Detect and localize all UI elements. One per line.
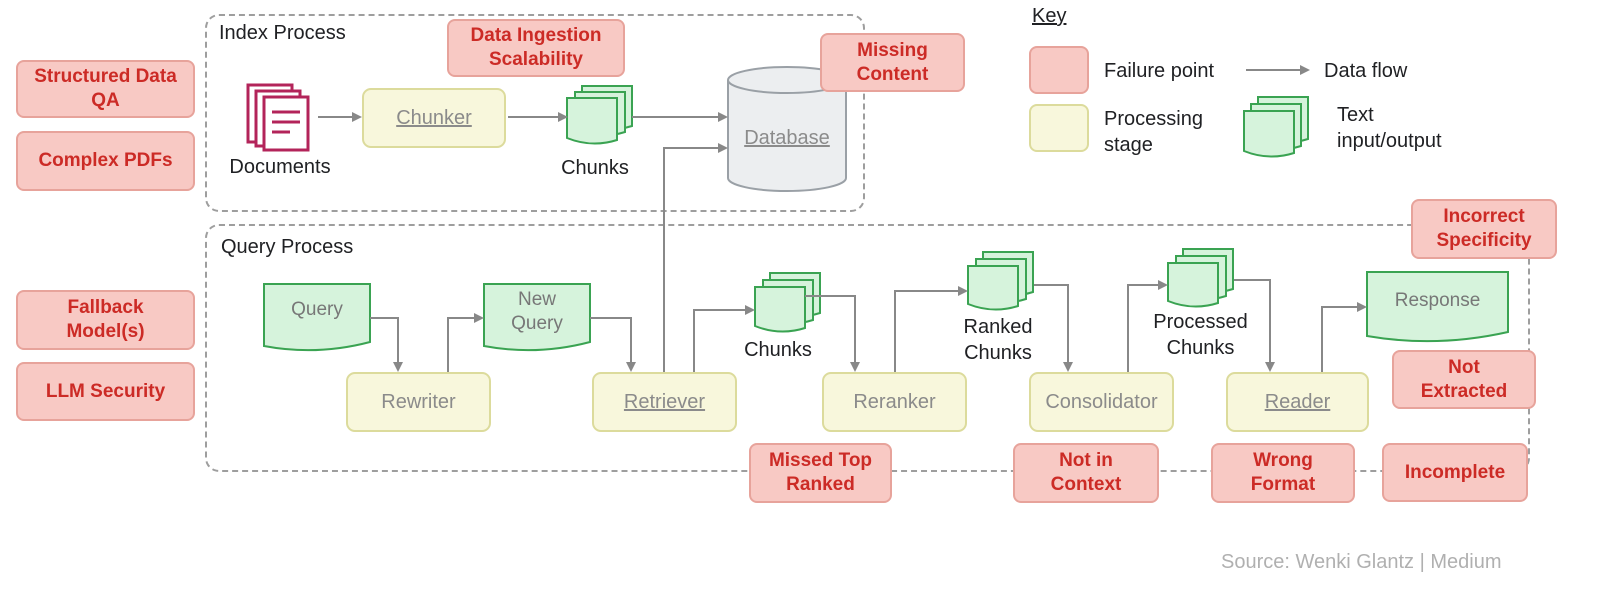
reader-label: Reader: [1264, 390, 1331, 413]
rewriter-label: Rewriter: [381, 390, 456, 413]
key-failure-label: Failure point: [1104, 60, 1215, 82]
failure-complex-pdfs[interactable]: Complex PDFs: [16, 131, 195, 191]
database-label[interactable]: Database: [744, 127, 830, 149]
chunks-stack-icon: [566, 85, 633, 145]
query-chunks-label: Chunks: [744, 339, 812, 361]
ranked-line-1: Ranked: [963, 316, 1033, 338]
not-extracted-line-2: Extracted: [1420, 380, 1508, 402]
reranker-stage[interactable]: Reranker: [822, 372, 967, 432]
query-doc-shape: [263, 283, 371, 352]
fallback-line-1: Fallback: [67, 297, 144, 319]
failure-not-in-context[interactable]: Not in Context: [1013, 443, 1159, 503]
consolidator-label: Consolidator: [1045, 390, 1158, 413]
key-data-flow-label: Data flow: [1324, 60, 1408, 82]
query-process-title: Query Process: [221, 236, 354, 258]
key-text-line-1: Text: [1337, 104, 1374, 126]
failure-missing-content[interactable]: Missing Content: [820, 33, 965, 92]
new-query-line-2: Query: [511, 312, 563, 334]
index-process-title: Index Process: [219, 22, 346, 44]
key-title: Key: [1032, 5, 1067, 27]
not-extracted-line-1: Not: [1448, 356, 1480, 378]
retriever-label: Retriever: [623, 390, 706, 413]
failure-structured-data-qa[interactable]: Structured Data QA: [16, 60, 195, 118]
complex-pdfs-label: Complex PDFs: [38, 150, 173, 172]
failure-missed-top-ranked[interactable]: Missed Top Ranked: [749, 443, 892, 503]
index-process-group: [205, 14, 865, 212]
key-text-line-2: input/output: [1337, 130, 1442, 152]
fallback-line-2: Model(s): [66, 321, 145, 342]
documents-label: Documents: [229, 156, 331, 178]
response-doc-shape: [1366, 271, 1509, 343]
reranker-label: Reranker: [853, 390, 936, 413]
source-caption: Source: Wenki Glantz | Medium: [1221, 551, 1502, 573]
retriever-stage[interactable]: Retriever: [592, 372, 737, 432]
missed-line-2: Ranked: [786, 474, 855, 495]
key-processing-line-2: stage: [1104, 134, 1153, 156]
processed-line-1: Processed: [1153, 311, 1248, 333]
incomplete-label: Incomplete: [1404, 461, 1506, 483]
processed-chunks-label: Processed Chunks: [1138, 309, 1263, 361]
failure-incorrect-specificity[interactable]: Incorrect Specificity: [1411, 199, 1557, 259]
failure-wrong-format[interactable]: Wrong Format: [1211, 443, 1355, 503]
ranked-chunks-label: Ranked Chunks: [948, 314, 1048, 366]
missed-line-1: Missed Top: [768, 450, 873, 472]
chunker-stage[interactable]: Chunker: [362, 88, 506, 148]
wrong-line-2: Format: [1250, 474, 1316, 495]
ranked-chunks-stack-icon: [967, 251, 1034, 311]
flow-arrows: [318, 65, 1367, 372]
documents-icon: [246, 83, 310, 152]
reader-stage[interactable]: Reader: [1226, 372, 1369, 432]
index-chunks-label: Chunks: [561, 157, 629, 179]
key-processing-line-1: Processing: [1104, 108, 1203, 130]
failure-llm-security[interactable]: LLM Security: [16, 362, 195, 421]
failure-fallback-models[interactable]: Fallback Model(s): [16, 290, 195, 350]
missing-line-2: Content: [856, 63, 929, 85]
key-text-stack-icon: [1243, 96, 1309, 158]
query-label: Query: [291, 299, 343, 320]
incorrect-line-2: Specificity: [1436, 230, 1532, 251]
key-processing-swatch: [1029, 104, 1089, 152]
processed-line-2: Chunks: [1166, 337, 1235, 359]
ranked-line-2: Chunks: [964, 342, 1032, 364]
key-processing-label: Processing stage: [1104, 106, 1203, 158]
query-chunks-stack-icon: [754, 272, 821, 333]
incorrect-line-1: Incorrect: [1443, 206, 1525, 228]
wrong-line-1: Wrong: [1253, 450, 1313, 472]
structured-line-2: QA: [91, 90, 120, 111]
missing-line-1: Missing: [857, 39, 928, 61]
new-query-line-1: New: [517, 289, 556, 310]
response-label: Response: [1394, 290, 1481, 311]
structured-line-1: Structured Data: [34, 66, 177, 88]
consolidator-stage[interactable]: Consolidator: [1029, 372, 1174, 432]
failure-incomplete[interactable]: Incomplete: [1382, 443, 1528, 502]
not-context-line-1: Not in: [1059, 450, 1113, 472]
ingestion-line-1: Data Ingestion: [470, 25, 602, 47]
failure-not-extracted[interactable]: Not Extracted: [1392, 350, 1536, 409]
chunker-label: Chunker: [396, 106, 472, 129]
processed-chunks-stack-icon: [1167, 248, 1234, 308]
ingestion-line-2: Scalability: [489, 49, 583, 70]
not-context-line-2: Context: [1050, 474, 1122, 495]
new-query-label: New Query: [484, 288, 590, 336]
llm-security-label: LLM Security: [45, 380, 166, 402]
failure-data-ingestion-scalability[interactable]: Data Ingestion Scalability: [447, 19, 625, 77]
new-query-doc-shape: [483, 283, 591, 352]
rewriter-stage[interactable]: Rewriter: [346, 372, 491, 432]
key-failure-swatch: [1029, 46, 1089, 94]
key-text-label: Text input/output: [1337, 102, 1442, 154]
